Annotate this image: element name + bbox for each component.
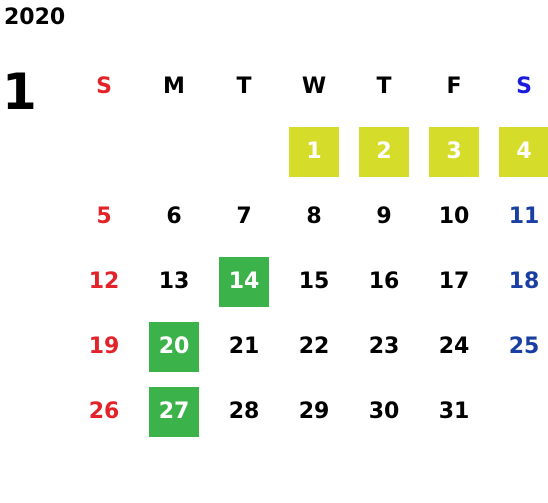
day-number: 22 [298,333,330,359]
day-number: 18 [508,268,540,294]
day-cell[interactable]: 16 [349,249,419,314]
day-number: 10 [438,203,470,229]
day-cell[interactable]: 9 [349,184,419,249]
weekday-header-wednesday: W [301,74,327,99]
day-cell[interactable]: 22 [279,314,349,379]
day-number: 31 [438,398,470,424]
day-cell[interactable]: 1 [279,119,349,184]
day-number: 7 [236,203,252,229]
day-cell[interactable]: 25 [489,314,548,379]
weekday-header-sunday: S [96,74,112,99]
day-cell[interactable]: 26 [69,379,139,444]
day-cell[interactable]: 21 [209,314,279,379]
day-number: 17 [438,268,470,294]
day-number: 1 [289,126,339,177]
day-number: 6 [166,203,182,229]
day-number: 27 [149,386,199,437]
day-cell[interactable]: 14 [209,249,279,314]
weekday-header-thursday: T [376,74,392,99]
day-cell[interactable]: 28 [209,379,279,444]
day-number: 8 [306,203,322,229]
day-number: 13 [158,268,190,294]
day-cell[interactable]: 17 [419,249,489,314]
day-number: 15 [298,268,330,294]
day-number: 25 [508,333,540,359]
weekday-header-friday: F [446,74,462,99]
day-cell[interactable]: 5 [69,184,139,249]
day-number: 23 [368,333,400,359]
day-number: 20 [149,321,199,372]
day-cell[interactable]: 15 [279,249,349,314]
day-cell[interactable]: 10 [419,184,489,249]
empty-day-cell [489,379,548,444]
day-number: 30 [368,398,400,424]
day-cell[interactable]: 2 [349,119,419,184]
day-cell[interactable]: 27 [139,379,209,444]
day-number: 3 [429,126,479,177]
day-cell[interactable]: 13 [139,249,209,314]
day-cell[interactable]: 18 [489,249,548,314]
day-cell[interactable]: 29 [279,379,349,444]
weekday-header-tuesday: T [236,74,252,99]
empty-day-cell [69,119,139,184]
day-number: 4 [499,126,548,177]
day-cell[interactable]: 12 [69,249,139,314]
day-cell[interactable]: 20 [139,314,209,379]
weekday-header-saturday: S [516,74,532,99]
empty-day-cell [209,119,279,184]
day-number: 29 [298,398,330,424]
day-cell[interactable]: 19 [69,314,139,379]
day-number: 5 [96,203,112,229]
day-number: 14 [219,256,269,307]
day-number: 11 [508,203,540,229]
day-cell[interactable]: 24 [419,314,489,379]
day-number: 9 [376,203,392,229]
day-number: 12 [88,268,120,294]
day-cell[interactable]: 7 [209,184,279,249]
day-number: 21 [228,333,260,359]
day-cell[interactable]: 4 [489,119,548,184]
day-cell[interactable]: 31 [419,379,489,444]
year-label: 2020 [4,5,66,30]
day-number: 19 [88,333,120,359]
day-number: 28 [228,398,260,424]
day-cell[interactable]: 23 [349,314,419,379]
weekday-header-monday: M [163,74,185,99]
day-cell[interactable]: 8 [279,184,349,249]
day-number: 16 [368,268,400,294]
day-number: 24 [438,333,470,359]
day-cell[interactable]: 11 [489,184,548,249]
day-cell[interactable]: 3 [419,119,489,184]
day-number: 26 [88,398,120,424]
empty-day-cell [139,119,209,184]
day-cell[interactable]: 6 [139,184,209,249]
day-number: 2 [359,126,409,177]
day-cell[interactable]: 30 [349,379,419,444]
month-number: 1 [2,63,37,121]
